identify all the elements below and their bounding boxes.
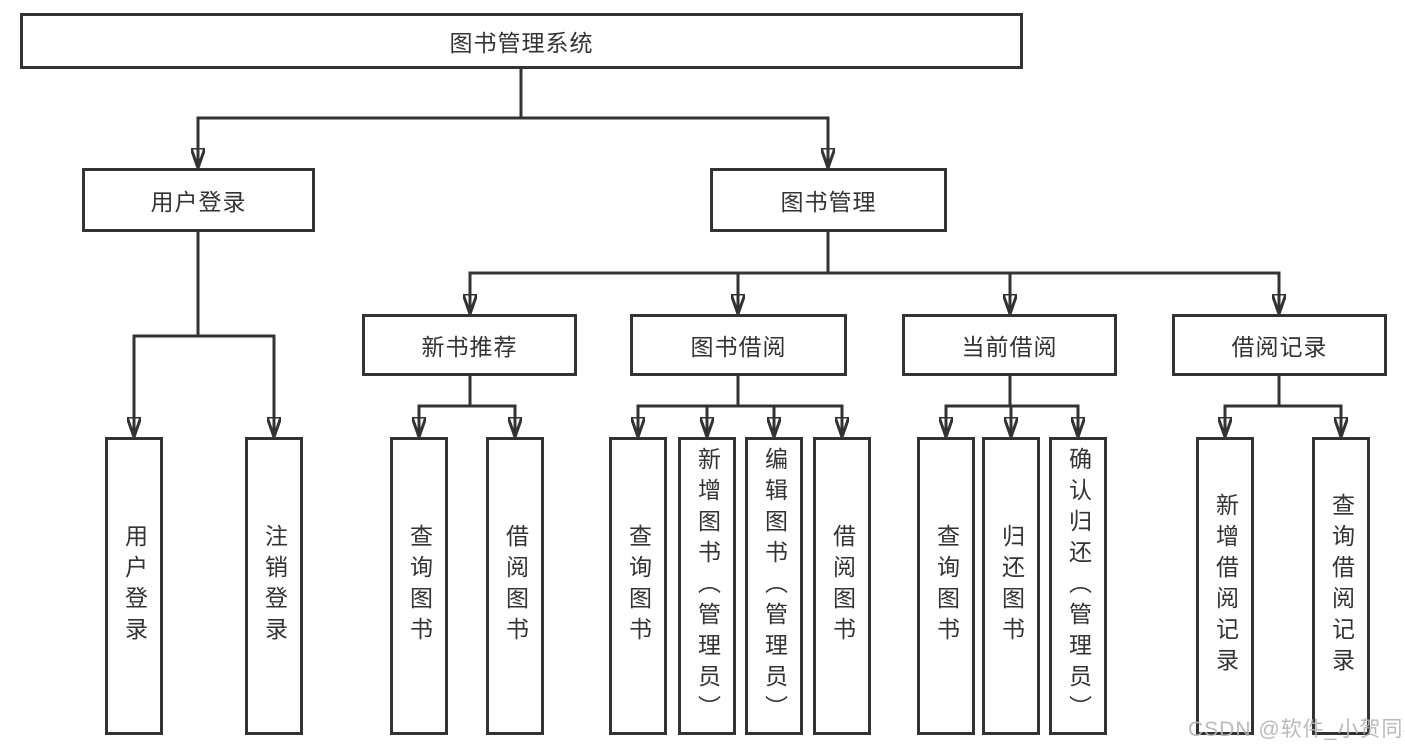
node-user-login-label: 用户登录 — [150, 189, 247, 215]
leaf-borrow-books-recommend-label: 借阅图书 — [502, 524, 529, 648]
node-book-management: 图书管理 — [710, 168, 947, 232]
leaf-user-login: 用户登录 — [105, 437, 163, 735]
leaf-add-borrow-record: 新增借阅记录 — [1196, 437, 1254, 735]
node-new-book-recommend: 新书推荐 — [362, 314, 577, 376]
leaf-edit-book-admin-label: 编辑图书（管理员） — [761, 446, 788, 726]
leaf-add-borrow-record-label: 新增借阅记录 — [1212, 493, 1239, 679]
leaf-query-borrow-record-label: 查询借阅记录 — [1328, 493, 1355, 679]
leaf-query-books-borrow-label: 查询图书 — [625, 524, 652, 648]
node-current-borrow: 当前借阅 — [902, 314, 1117, 376]
leaf-query-books-current-label: 查询图书 — [933, 524, 960, 648]
leaf-logout-label: 注销登录 — [261, 524, 288, 648]
node-user-login: 用户登录 — [82, 168, 315, 232]
leaf-user-login-label: 用户登录 — [121, 524, 148, 648]
leaf-return-book: 归还图书 — [982, 437, 1040, 735]
leaf-edit-book-admin: 编辑图书（管理员） — [745, 437, 803, 735]
leaf-borrow-books-recommend: 借阅图书 — [486, 437, 544, 735]
leaf-borrow-books-label: 借阅图书 — [829, 524, 856, 648]
node-current-borrow-label: 当前借阅 — [961, 334, 1058, 360]
node-book-management-label: 图书管理 — [780, 189, 877, 215]
leaf-query-books-recommend: 查询图书 — [390, 437, 448, 735]
leaf-confirm-return-admin: 确认归还（管理员） — [1049, 437, 1107, 735]
node-borrow-records-label: 借阅记录 — [1231, 334, 1328, 360]
node-book-borrow: 图书借阅 — [630, 314, 847, 376]
leaf-add-book-admin: 新增图书（管理员） — [678, 437, 736, 735]
node-borrow-records: 借阅记录 — [1172, 314, 1387, 376]
leaf-return-book-label: 归还图书 — [998, 524, 1025, 648]
node-root-label: 图书管理系统 — [449, 30, 594, 56]
leaf-confirm-return-admin-label: 确认归还（管理员） — [1065, 446, 1092, 726]
node-new-book-recommend-label: 新书推荐 — [421, 334, 518, 360]
leaf-query-borrow-record: 查询借阅记录 — [1312, 437, 1370, 735]
leaf-query-books-recommend-label: 查询图书 — [406, 524, 433, 648]
leaf-add-book-admin-label: 新增图书（管理员） — [694, 446, 721, 726]
leaf-query-books-borrow: 查询图书 — [609, 437, 667, 735]
node-root: 图书管理系统 — [20, 13, 1023, 69]
csdn-watermark: CSDN @软件_小贺同学 — [1188, 718, 1405, 741]
leaf-query-books-current: 查询图书 — [917, 437, 975, 735]
leaf-borrow-books: 借阅图书 — [813, 437, 871, 735]
node-book-borrow-label: 图书借阅 — [690, 334, 787, 360]
leaf-logout: 注销登录 — [245, 437, 303, 735]
